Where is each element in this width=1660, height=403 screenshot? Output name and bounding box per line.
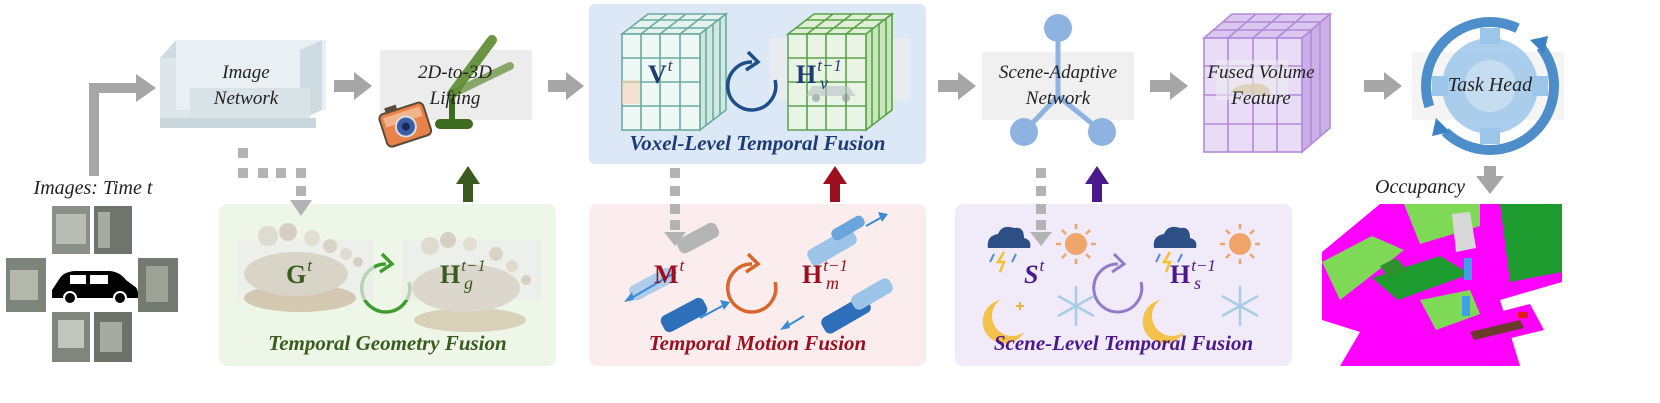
motion-panel-title: Temporal Motion Fusion — [648, 331, 867, 355]
cloud-rain-icon-history — [1153, 226, 1197, 273]
scene-panel-title: Scene-Level Temporal Fusion — [993, 331, 1254, 355]
scene-network-graph — [982, 14, 1134, 146]
camera-icon — [378, 101, 433, 148]
geometry-panel-title: Temporal Geometry Fusion — [268, 331, 507, 355]
scene-recurrent-icon — [1092, 252, 1144, 314]
occupancy-label: Occupancy — [1375, 176, 1465, 198]
input-images-label: Images: Time t — [33, 177, 153, 199]
snowflake-icon-history — [1221, 286, 1259, 326]
voxel-history-sym: H — [796, 60, 817, 89]
voxel-history-symbol: Ht−1v — [796, 56, 842, 94]
sun-icon-history — [1220, 224, 1260, 264]
scene-adaptive-label-2: Network — [1025, 88, 1091, 109]
geometry-history-symbol: Ht−1g — [440, 256, 486, 294]
task-head-gear-icon — [1412, 17, 1564, 155]
motion-current-symbol: Mt — [654, 256, 684, 290]
geometry-current-symbol: Gt — [286, 256, 312, 290]
motion-up-arrow — [823, 166, 847, 202]
scene-current-sym: S — [1024, 260, 1039, 289]
voxel-current-sym: V — [648, 60, 667, 89]
motion-objects-current — [624, 222, 730, 333]
scene-up-arrow — [1085, 166, 1109, 202]
geometry-current-sup: t — [307, 256, 312, 275]
scene-history-symbol: Ht−1s — [1170, 256, 1216, 294]
sun-icon — [1056, 224, 1096, 264]
voxel-recurrent-icon — [726, 50, 778, 112]
geometry-history-sup: t−1 — [461, 256, 486, 275]
image-network-label-1: Image — [222, 62, 270, 83]
moon-icon-history — [1142, 300, 1184, 344]
motion-history-sup: t−1 — [823, 256, 848, 275]
flow-arrows — [334, 72, 1504, 194]
voxel-current-symbol: Vt — [648, 56, 673, 90]
occupancy-map — [1322, 204, 1562, 366]
lifting-label-1: 2D-to-3D — [418, 62, 492, 83]
scene-current-sup: t — [1039, 256, 1045, 275]
scene-adaptive-label-1: Scene-Adaptive — [998, 62, 1118, 83]
scene-history-sub: s — [1193, 273, 1201, 293]
motion-history-sym: H — [802, 260, 823, 289]
cloud-rain-icon — [987, 226, 1031, 273]
voxel-history-sup: t−1 — [817, 56, 842, 75]
motion-current-sym: M — [654, 260, 679, 289]
fused-volume-label-1: Fused Volume — [1207, 62, 1315, 83]
image-network-blocks — [160, 40, 326, 128]
image-network-label-2: Network — [213, 88, 279, 109]
input-arrow — [89, 74, 156, 176]
ego-car-icon — [52, 271, 138, 305]
motion-current-sup: t — [679, 256, 685, 275]
fused-volume-cube — [1201, 12, 1333, 154]
motion-recurrent-icon — [726, 252, 778, 314]
voxel-cube-current — [619, 12, 729, 132]
scene-current-symbol: St — [1024, 256, 1044, 290]
voxel-history-sub: v — [819, 73, 828, 93]
voxel-highlight — [622, 80, 640, 104]
fused-volume-label-2: Feature — [1231, 88, 1291, 109]
snowflake-icon — [1057, 286, 1095, 326]
camera-images — [6, 206, 178, 362]
moon-icon — [982, 300, 1024, 344]
dotted-connectors — [238, 148, 1052, 246]
geometry-point-cloud-current — [238, 223, 374, 312]
voxel-car-silhouette — [806, 86, 856, 102]
geometry-current-sym: G — [286, 260, 307, 289]
scene-history-sym: H — [1170, 260, 1191, 289]
task-head-label: Task Head — [1447, 74, 1533, 96]
geometry-history-sym: H — [440, 260, 461, 289]
lifting-label-2: Lifting — [429, 88, 481, 109]
geometry-up-arrow — [456, 166, 480, 202]
geometry-point-cloud-history — [402, 232, 542, 332]
motion-history-symbol: Ht−1m — [802, 256, 848, 294]
voxel-current-sup: t — [667, 56, 673, 75]
motion-history-sub: m — [825, 273, 839, 293]
geometry-history-sub: g — [463, 273, 473, 293]
voxel-panel-title: Voxel-Level Temporal Fusion — [629, 131, 886, 155]
scene-history-sup: t−1 — [1191, 256, 1216, 275]
motion-objects-history — [780, 212, 893, 334]
